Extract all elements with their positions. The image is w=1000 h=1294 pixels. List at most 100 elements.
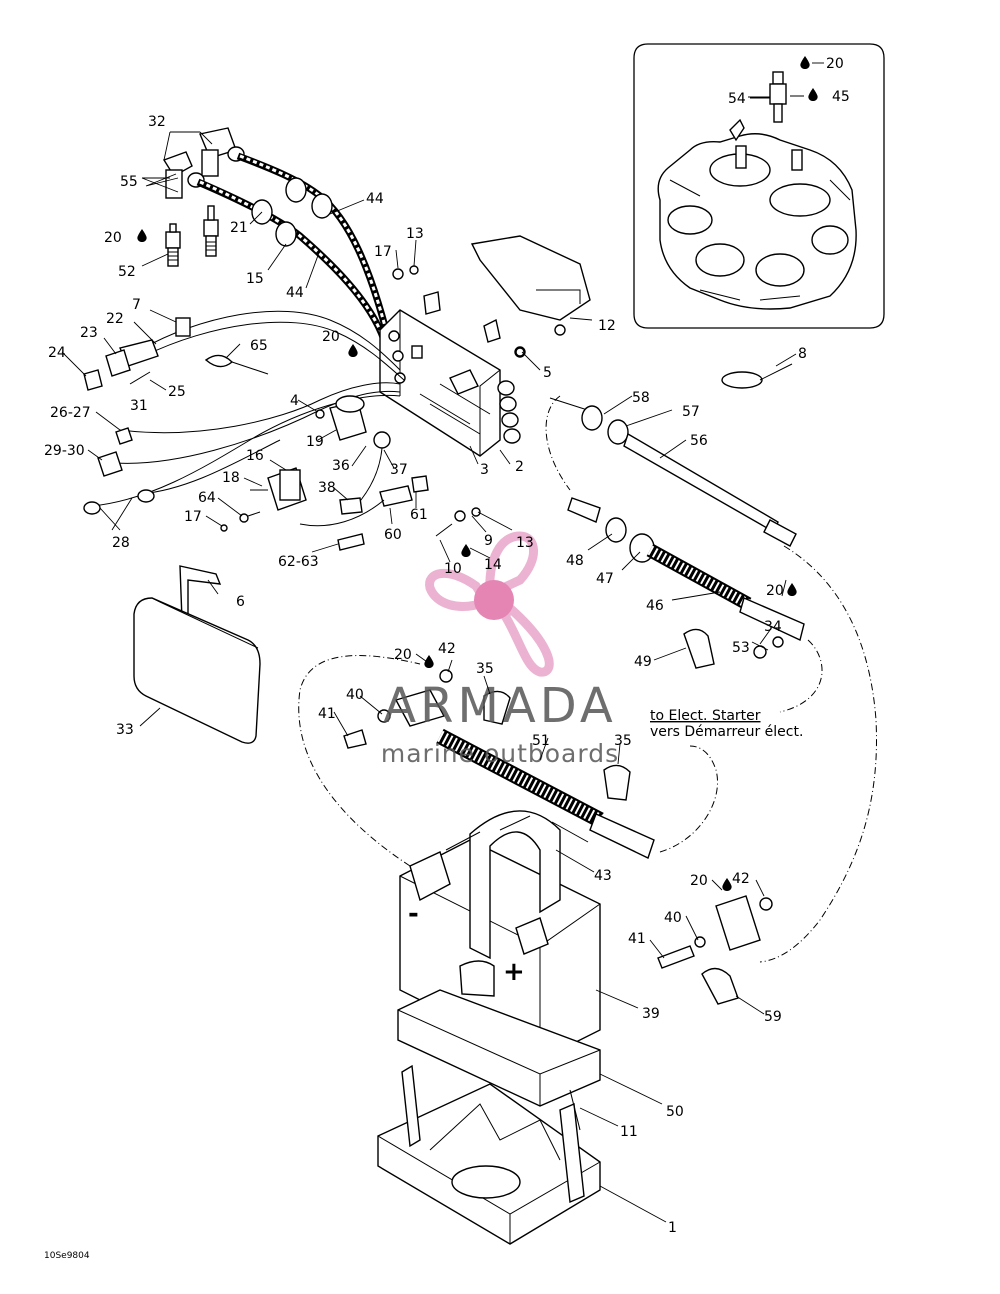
callout-34: 34: [764, 619, 782, 635]
callout-11: 11: [620, 1124, 638, 1140]
battery-base: [397, 989, 601, 1107]
oil-drop-icon: [787, 583, 797, 596]
callout-42: 42: [438, 641, 456, 657]
callout-64: 64: [198, 490, 216, 506]
callout-45: 45: [832, 89, 850, 105]
diagram-code: 10Se9804: [44, 1251, 90, 1261]
callout-15: 15: [246, 271, 264, 287]
callout-16: 16: [246, 448, 264, 464]
callout-23: 23: [80, 325, 98, 341]
callout-17: 17: [374, 244, 392, 260]
oil-drop-icon: [137, 229, 147, 242]
callout-40: 40: [664, 910, 682, 926]
oil-drop-icon: [800, 56, 810, 69]
callout-37: 37: [390, 462, 408, 478]
callout-33: 33: [116, 722, 134, 738]
callout-3: 3: [480, 462, 489, 478]
starter-note-en: to Elect. Starter: [650, 708, 761, 724]
starter-note-fr: vers Démarreur élect.: [650, 724, 803, 740]
callout-9: 9: [484, 533, 493, 549]
oil-drop-icon: [722, 878, 732, 891]
callout-35: 35: [614, 733, 632, 749]
callout-58: 58: [632, 390, 650, 406]
callout-13: 13: [516, 535, 534, 551]
callout-48: 48: [566, 553, 584, 569]
callout-7: 7: [132, 297, 141, 313]
positive-terminal-mark: +: [503, 957, 525, 987]
callout-59: 59: [764, 1009, 782, 1025]
callout-29-30: 29-30: [44, 443, 85, 459]
water-fitting: [750, 71, 804, 123]
callout-61: 61: [410, 507, 428, 523]
callout-41: 41: [628, 931, 646, 947]
callout-32: 32: [148, 114, 166, 130]
callout-42: 42: [732, 871, 750, 887]
watermark-tagline: marine outboards: [381, 739, 619, 768]
callout-44: 44: [366, 191, 384, 207]
callout-49: 49: [634, 654, 652, 670]
spark-plug: [165, 205, 219, 267]
wiring-harness: [83, 310, 405, 515]
spark-plug-assembly: [137, 127, 390, 342]
negative-terminal-mark: -: [408, 899, 419, 929]
callout-35: 35: [476, 661, 494, 677]
positive-cable: [657, 878, 773, 1005]
callout-26-27: 26-27: [50, 405, 91, 421]
callout-21: 21: [230, 220, 248, 236]
callout-46: 46: [646, 598, 664, 614]
callout-36: 36: [332, 458, 350, 474]
tool-kit: [133, 565, 261, 744]
engine-inset: [633, 43, 885, 329]
callout-12: 12: [598, 318, 616, 334]
callout-20: 20: [322, 329, 340, 345]
callout-10: 10: [444, 561, 462, 577]
oil-drop-icon: [348, 344, 358, 357]
engine-cylinder-head: [657, 118, 857, 310]
armada-watermark: ARMADA marine outboards: [381, 531, 619, 768]
callout-52: 52: [118, 264, 136, 280]
callout-40: 40: [346, 687, 364, 703]
battery-cable: [298, 655, 718, 867]
callout-57: 57: [682, 404, 700, 420]
callout-20: 20: [766, 583, 784, 599]
mounting-hardware: [348, 265, 525, 557]
callout-25: 25: [168, 384, 186, 400]
callout-54: 54: [728, 91, 746, 107]
callout-31: 31: [130, 398, 148, 414]
callout-19: 19: [306, 434, 324, 450]
callout-24: 24: [48, 345, 66, 361]
callout-6: 6: [236, 594, 245, 610]
callout-51: 51: [532, 733, 550, 749]
callout-56: 56: [690, 433, 708, 449]
callout-60: 60: [384, 527, 402, 543]
callout-41: 41: [318, 706, 336, 722]
callout-62-63: 62-63: [278, 554, 319, 570]
callout-4: 4: [290, 393, 299, 409]
callout-38: 38: [318, 480, 336, 496]
callout-20: 20: [690, 873, 708, 889]
ignition-high-tension-wire: [196, 152, 390, 342]
cable-ties: [721, 363, 793, 389]
callout-39: 39: [642, 1006, 660, 1022]
callout-13: 13: [406, 226, 424, 242]
callout-28: 28: [112, 535, 130, 551]
callout-44: 44: [286, 285, 304, 301]
callout-17: 17: [184, 509, 202, 525]
callout-20: 20: [826, 56, 844, 72]
starter-cables: [545, 395, 877, 963]
callout-5: 5: [543, 365, 552, 381]
callout-14: 14: [484, 557, 502, 573]
callout-1: 1: [668, 1220, 677, 1236]
callout-22: 22: [106, 311, 124, 327]
callout-2: 2: [515, 459, 524, 475]
propeller-logo: [425, 531, 554, 677]
watermark-brand: ARMADA: [383, 678, 616, 734]
oil-drop-icon: [808, 88, 818, 101]
callout-labels: 20 54 45 32 55 20 52 21 15 44 44 17 13 1…: [44, 56, 850, 1236]
callout-18: 18: [222, 470, 240, 486]
spark-plug-cap: [162, 127, 245, 199]
callout-53: 53: [732, 640, 750, 656]
callout-47: 47: [596, 571, 614, 587]
callout-65: 65: [250, 338, 268, 354]
